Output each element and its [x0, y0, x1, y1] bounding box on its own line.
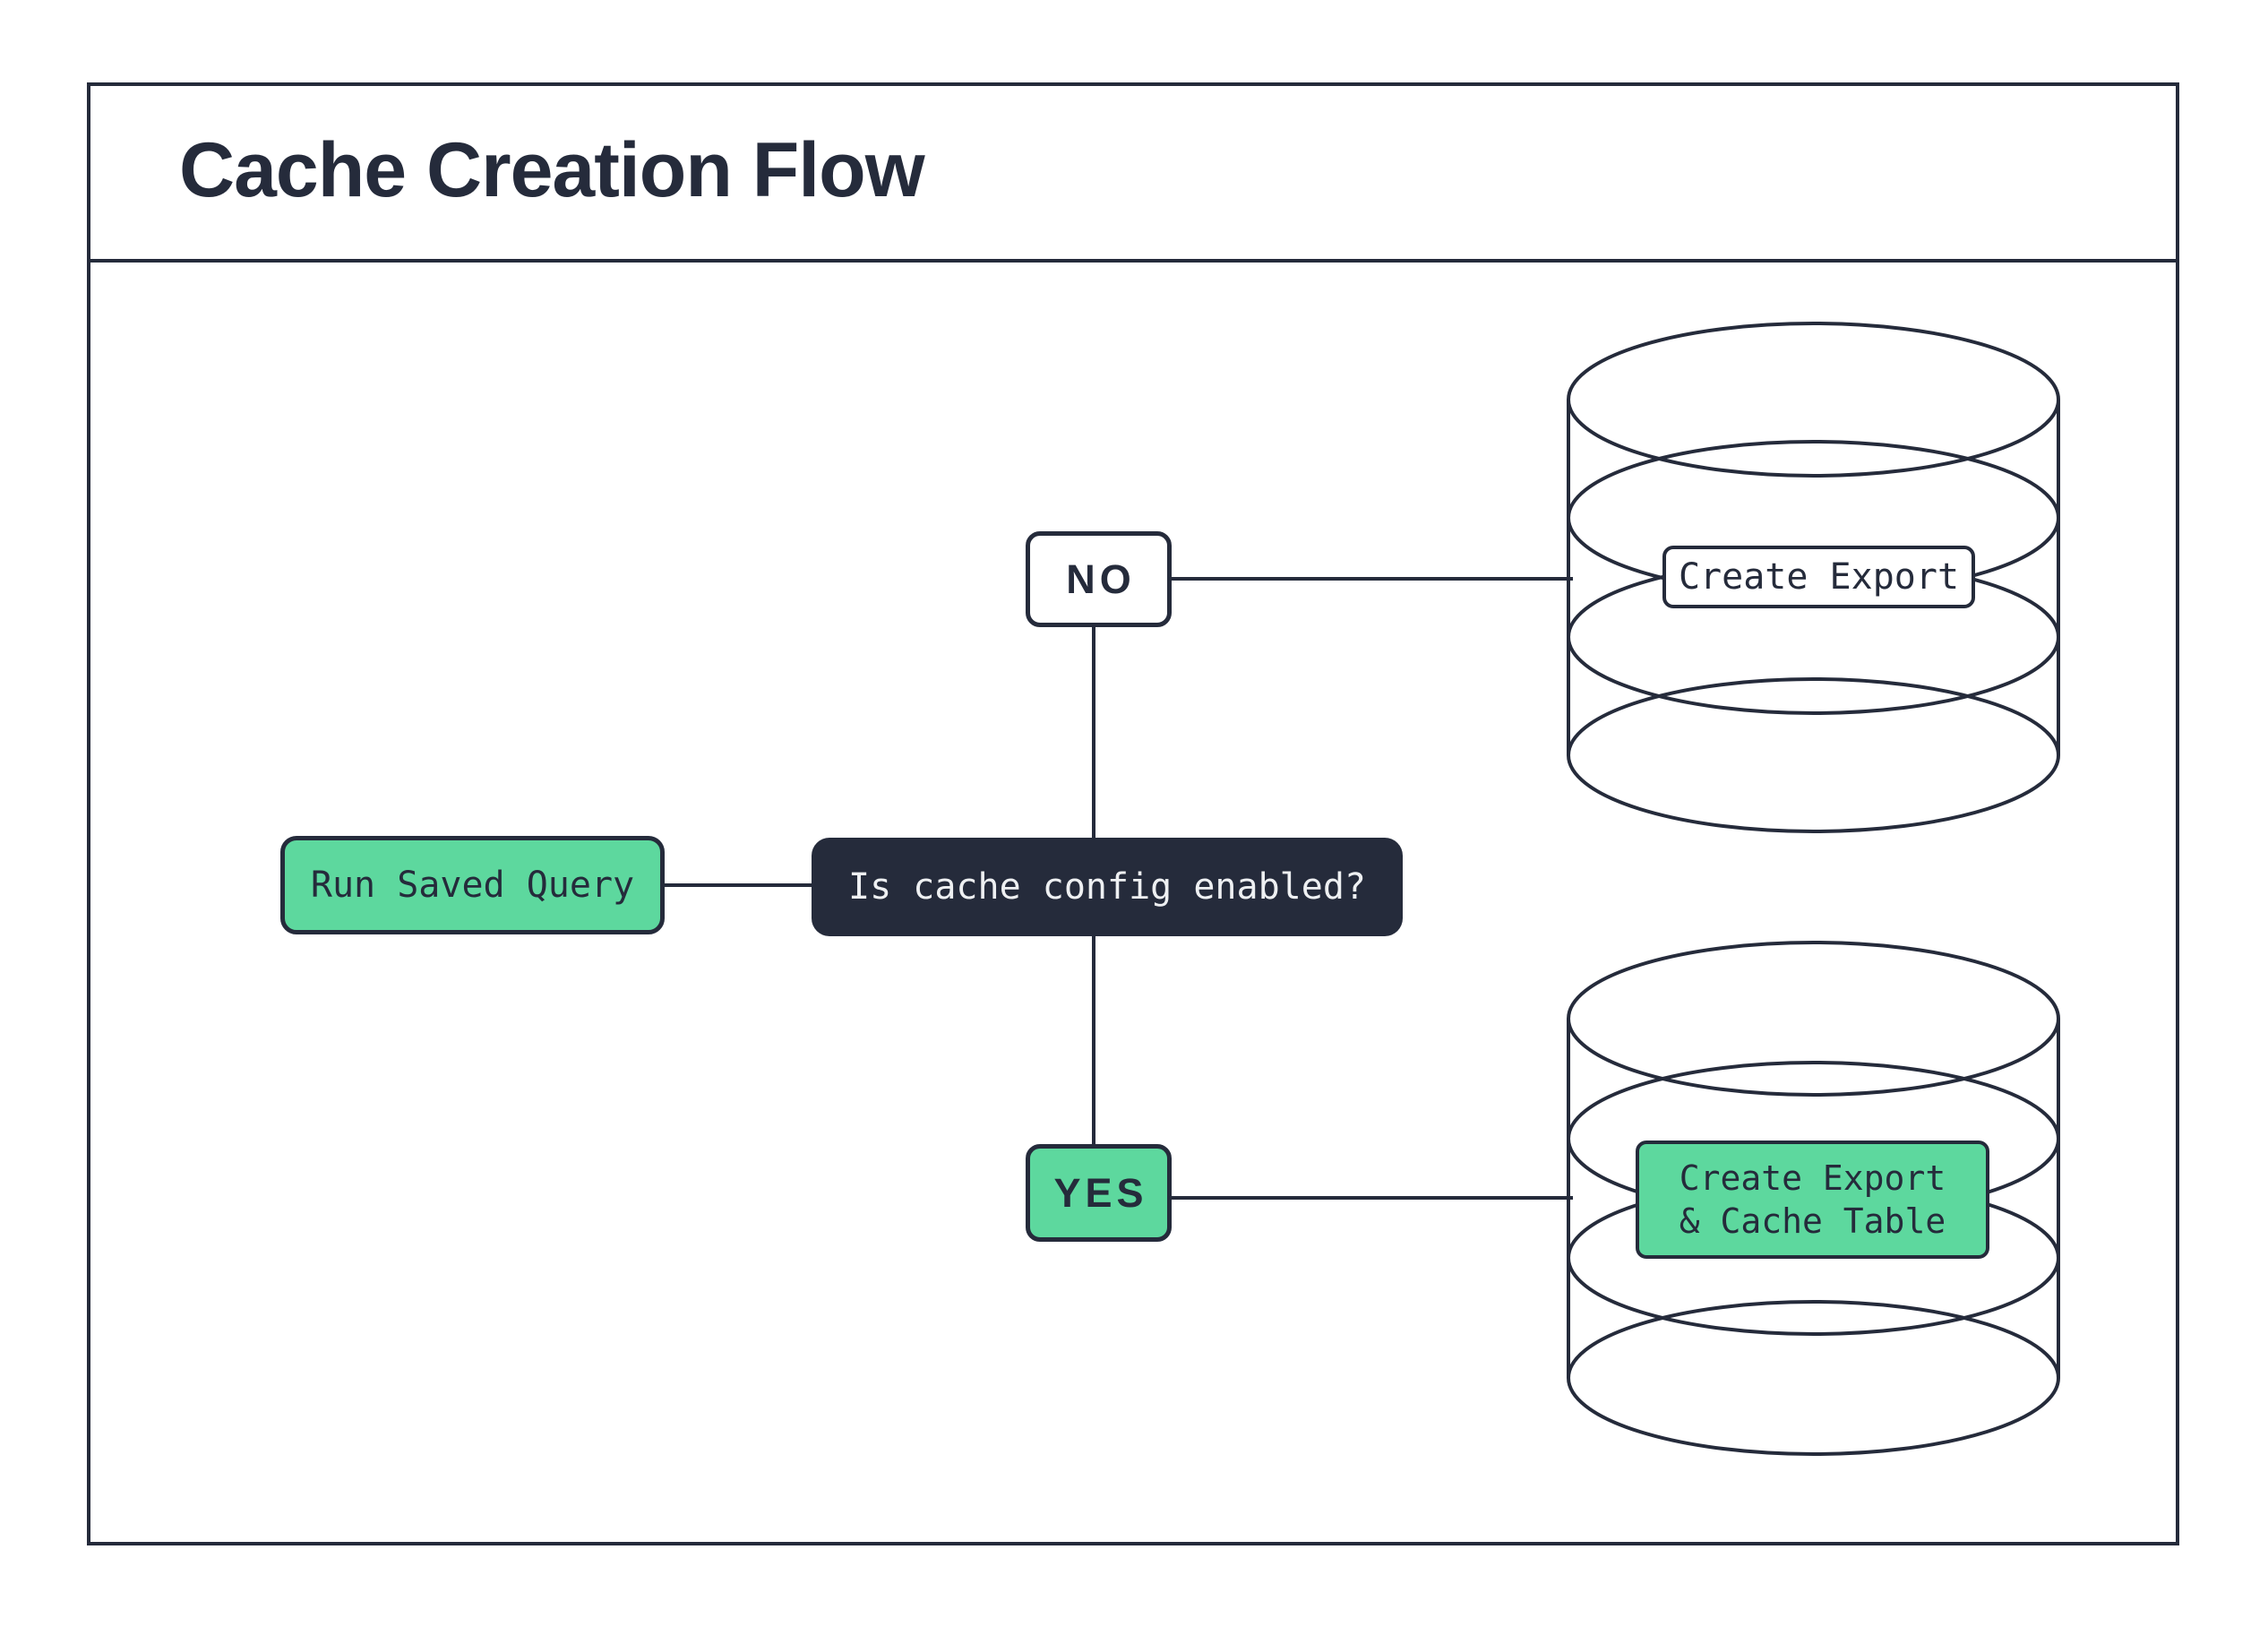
diagram-title: Cache Creation Flow	[179, 127, 925, 213]
node-create-export-label: Create Export	[1678, 556, 1960, 598]
branch-label-no: NO	[1026, 531, 1172, 627]
branch-label-no-text: NO	[1066, 556, 1136, 602]
node-run-saved-query-label: Run Saved Query	[310, 865, 635, 906]
node-create-export-cache-table: Create Export & Cache Table	[1636, 1141, 1989, 1259]
node-create-export-cache-table-line2: & Cache Table	[1679, 1201, 1946, 1241]
node-create-export: Create Export	[1662, 546, 1975, 608]
node-cache-config-decision: Is cache config enabled?	[812, 838, 1403, 936]
node-create-export-cache-table-line1: Create Export	[1679, 1158, 1946, 1198]
branch-label-yes: YES	[1026, 1144, 1172, 1242]
node-cache-config-decision-label: Is cache config enabled?	[848, 866, 1366, 908]
diagram-header: Cache Creation Flow	[87, 82, 2179, 263]
diagram-frame	[87, 82, 2179, 1545]
node-run-saved-query: Run Saved Query	[280, 836, 665, 934]
branch-label-yes-text: YES	[1053, 1170, 1148, 1216]
